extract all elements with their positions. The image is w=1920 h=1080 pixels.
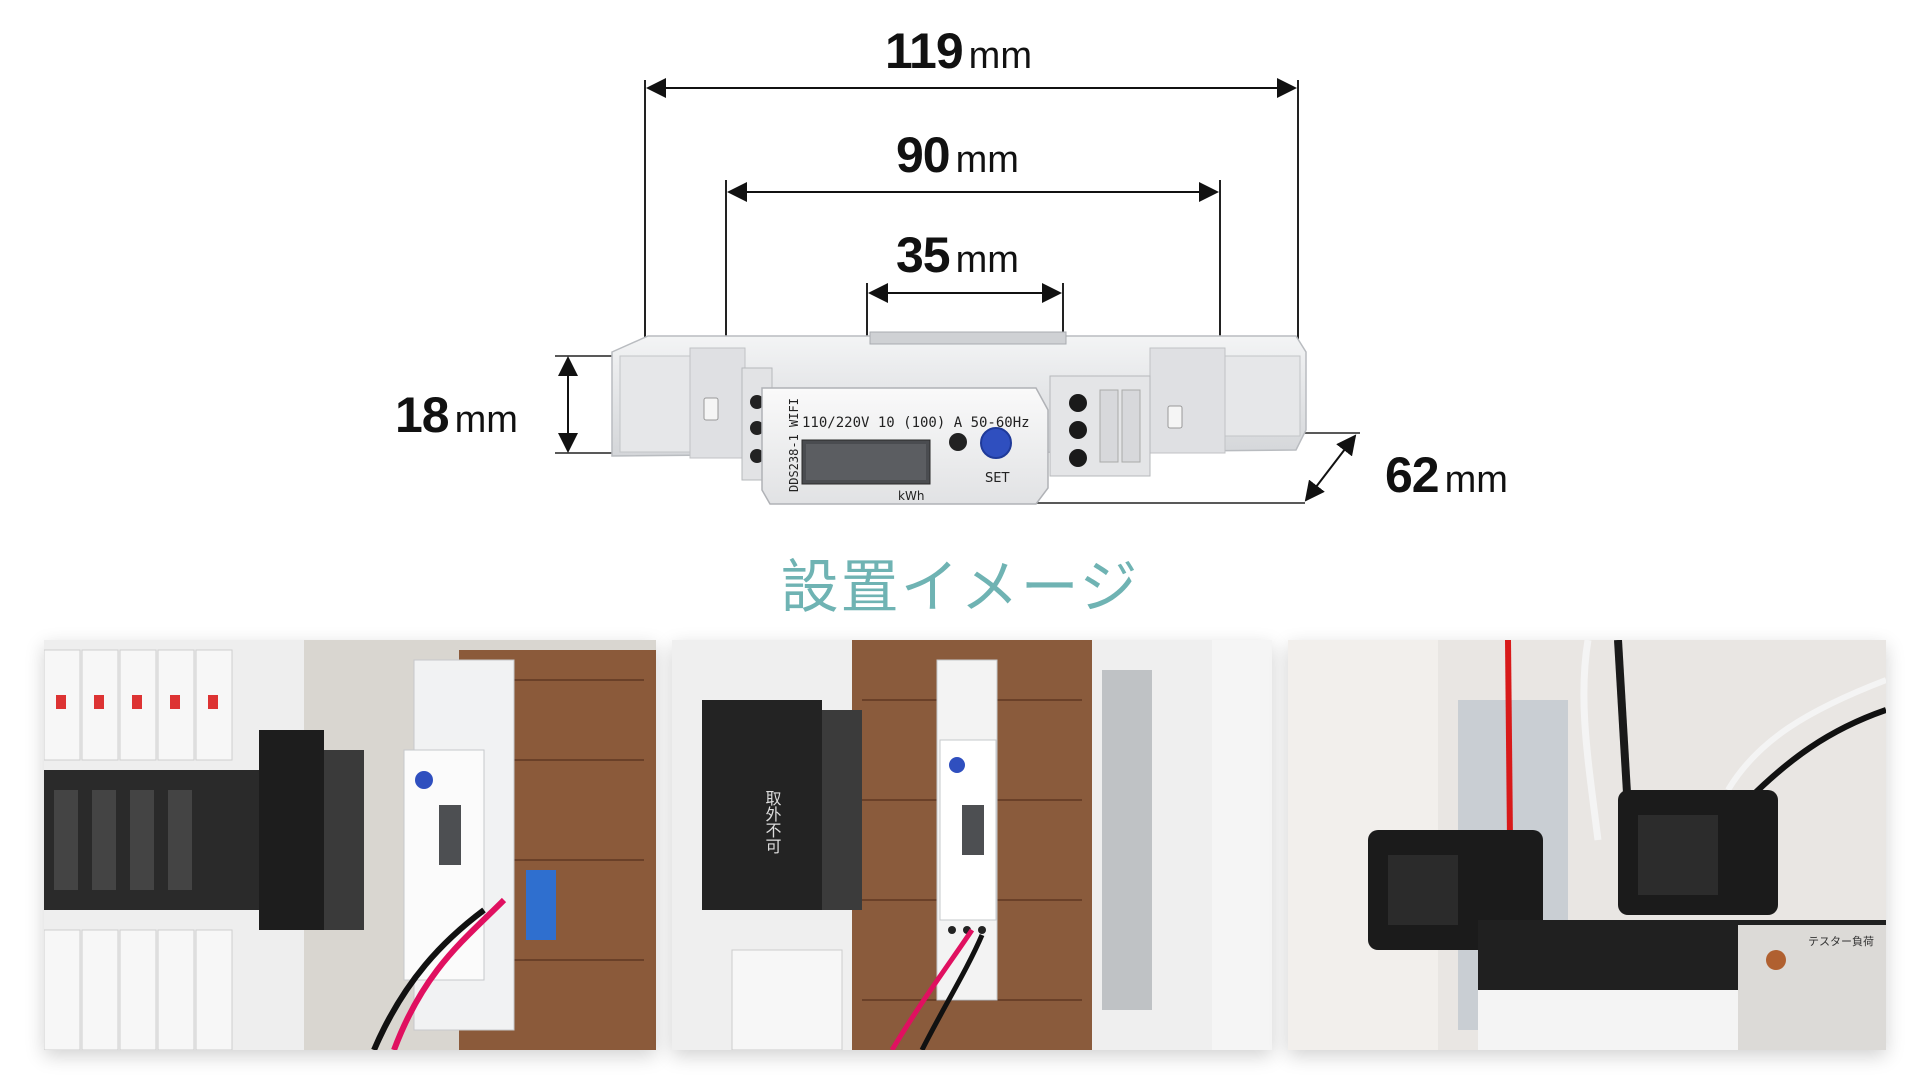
dim-unit: mm [968, 35, 1032, 77]
dim-value: 18 [395, 387, 450, 443]
install-photo-2: 取外不可 [672, 640, 1272, 1050]
dim-unit: mm [955, 239, 1019, 281]
device-rating-label: 110/220V 10 (100) A 50-60Hz [802, 415, 1030, 431]
dim-value: 35 [896, 227, 951, 283]
dim-unit: mm [1444, 459, 1508, 501]
depth-arrow [1304, 434, 1357, 502]
dimension-diagram: 110/220V 10 (100) A 50-60Hz DDS238-1 WIF… [555, 78, 1360, 505]
device-unit-label: kWh [898, 489, 924, 503]
dim-value: 62 [1385, 447, 1440, 503]
dim-value: 90 [896, 127, 951, 183]
install-photo-1 [44, 640, 656, 1050]
dim-value: 119 [885, 23, 964, 79]
device-model-label: DDS238-1 WIFI [787, 398, 801, 492]
device-set-label: SET [985, 471, 1009, 486]
energy-meter-device [611, 331, 1307, 505]
dim-unit: mm [955, 139, 1019, 181]
photo3-tag-text: テスター負荷 [1808, 935, 1874, 948]
install-photo-3: テスター負荷 [1288, 640, 1886, 1050]
dim-unit: mm [454, 399, 518, 441]
photo2-tag-text: 取外不可 [763, 790, 782, 854]
installation-image-heading: 設置イメージ [780, 553, 1140, 621]
